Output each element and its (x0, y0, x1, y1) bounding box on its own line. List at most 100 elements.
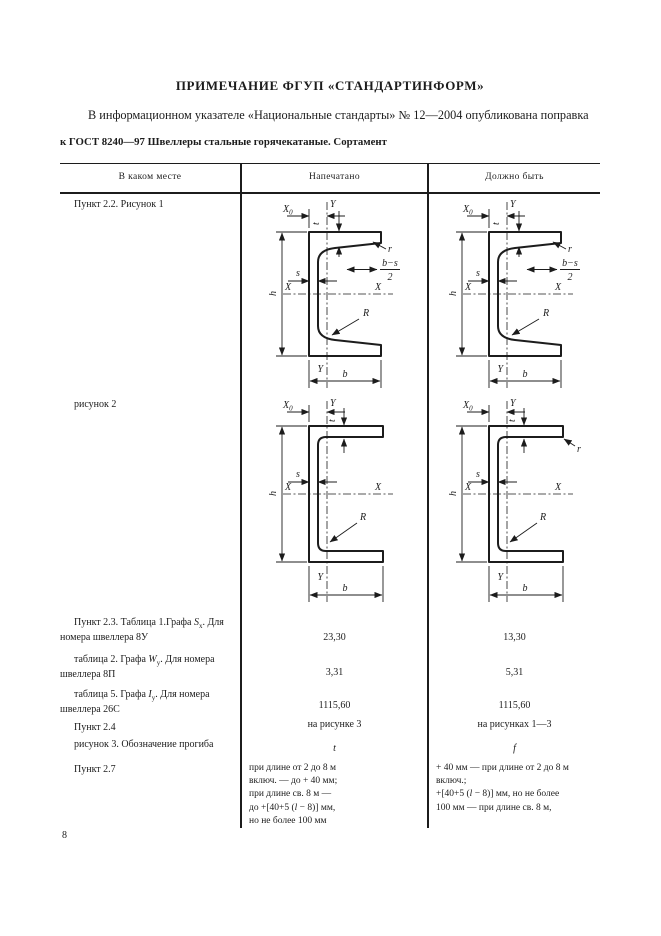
row3-place-text: Пункт 2.3. Таблица 1.Графа (74, 616, 194, 628)
row5-correct-value: 1115,60 (427, 683, 600, 717)
row4-place: таблица 2. Графа Wy. Для номера швеллера… (60, 649, 240, 684)
row8-printed-value: при длине от 2 до 8 м включ. — до + 40 м… (240, 759, 427, 828)
label-x-left: X (284, 282, 292, 293)
page-title: ПРИМЕЧАНИЕ ФГУП «СТАНДАРТИНФОРМ» (175, 78, 485, 93)
dimension-lines (455, 404, 575, 602)
errata-table: В каком месте Напечатано Должно быть Пун… (60, 163, 600, 828)
row8-printed-text: при длине от 2 до 8 м включ. — до + 40 м… (249, 763, 338, 813)
row4-place-text2: . Для номера швеллера 8П (60, 653, 215, 681)
col-header-correct: Должно быть (427, 164, 600, 194)
page-number: 8 (62, 830, 67, 841)
row4-printed-value: 3,31 (240, 648, 427, 684)
label-t: t (507, 419, 518, 422)
row3-place: Пункт 2.3. Таблица 1.Графа Sx. Для номер… (60, 612, 240, 649)
intro-paragraph: В информационном указателе «Национальные… (88, 108, 589, 122)
channel-outline (307, 424, 384, 563)
label-y-bottom: Y (497, 572, 504, 583)
label-r: r (388, 244, 392, 255)
label-x0: X0 (282, 400, 293, 413)
label-y-bottom: Y (317, 364, 324, 375)
row4-correct-value: 5,31 (427, 648, 600, 684)
label-x0: X0 (282, 204, 293, 217)
row5-symbol-sub: y (151, 693, 156, 702)
channel-figure1-printed: X0 Y t h s X X r b−s 2 R b Y (268, 199, 400, 388)
row7-place: рисунок 3. Обозначение прогиба (74, 739, 214, 751)
row2-place: рисунок 2 (74, 398, 117, 410)
row8-printed-symbol: l (294, 802, 298, 813)
row8-correct-symbol: l (469, 789, 473, 800)
row8-correct-text: + 40 мм — при длине от 2 до 8 м включ.; … (436, 763, 569, 800)
col-header-place: В каком месте (60, 164, 240, 194)
dimension-lines (275, 404, 383, 602)
label-x0: X0 (462, 400, 473, 413)
label-frac-den: 2 (387, 272, 392, 283)
label-y-top: Y (510, 199, 517, 210)
label-frac-num: b−s (382, 258, 398, 269)
label-y-bottom: Y (497, 364, 504, 375)
label-y-top: Y (330, 199, 337, 210)
label-x-left: X (464, 482, 472, 493)
label-R: R (539, 512, 546, 523)
channel-outline (307, 230, 382, 357)
row4-symbol: W (148, 653, 157, 665)
col-header-printed: Напечатано (240, 164, 427, 194)
label-R: R (359, 512, 366, 523)
row2-printed-figure: X0 Y t h s X X R b Y (240, 393, 427, 612)
row1-printed-figure: X0 Y t h s X X r b−s 2 R b Y (240, 193, 427, 394)
channel-outline (487, 424, 564, 563)
label-x-right: X (554, 282, 562, 293)
label-b: b (342, 369, 347, 380)
row8-correct-value: + 40 мм — при длине от 2 до 8 м включ.; … (427, 759, 600, 828)
label-s: s (296, 469, 300, 480)
row3-correct-value: 13,30 (427, 611, 600, 649)
row6-correct-value: на рисунках 1—3 (427, 716, 600, 735)
label-r: r (568, 244, 572, 255)
row4-place-text: таблица 2. Графа (74, 653, 149, 665)
label-s: s (476, 268, 480, 279)
row8-correct-text2: − 8)] мм, но не более 100 мм — при длине… (436, 789, 560, 813)
label-h: h (268, 291, 279, 296)
row6-printed-value: на рисунке 3 (240, 716, 427, 735)
row5-place-text2: . Для номера швеллера 26С (60, 688, 210, 716)
label-y-bottom: Y (317, 572, 324, 583)
row4-symbol-sub: y (156, 658, 161, 667)
row3-place-text2: . Для номера швеллера 8У (60, 616, 224, 644)
label-x-left: X (464, 282, 472, 293)
channel-figure2-printed: X0 Y t h s X X R b Y (268, 398, 393, 602)
channel-figure2-correct: X0 Y t h s X X r R b Y (448, 398, 581, 602)
label-x0: X0 (462, 204, 473, 217)
row3-symbol: S (193, 616, 199, 628)
row2-correct-figure: X0 Y t h s X X r R b Y (427, 393, 600, 612)
row3-printed-value: 23,30 (240, 611, 427, 649)
label-frac-num: b−s (562, 258, 578, 269)
row6-place: Пункт 2.4 (74, 721, 116, 733)
label-r: r (577, 444, 581, 455)
row1-place: Пункт 2.2. Рисунок 1 (74, 198, 164, 210)
label-R: R (362, 308, 369, 319)
label-frac-den: 2 (567, 272, 572, 283)
row5-place: таблица 5. Графа Iy. Для номера швеллера… (60, 684, 240, 717)
row5-place-text: таблица 5. Графа (74, 688, 149, 700)
label-s: s (476, 469, 480, 480)
label-R: R (542, 308, 549, 319)
label-x-right: X (374, 282, 382, 293)
row8-printed-text2: − 8)] мм, но не более 100 мм (249, 802, 336, 826)
row5-symbol: I (148, 688, 152, 700)
label-b: b (342, 583, 347, 594)
label-x-right: X (554, 482, 562, 493)
label-x-right: X (374, 482, 382, 493)
label-b: b (522, 583, 527, 594)
label-y-top: Y (510, 398, 517, 409)
label-t: t (311, 222, 322, 225)
row1-correct-figure: X0 Y t h s X X r b−s 2 R b Y (427, 193, 600, 394)
label-t: t (491, 222, 502, 225)
row5-printed-value: 1115,60 (240, 683, 427, 717)
label-h: h (448, 291, 459, 296)
channel-outline (487, 230, 562, 357)
label-b: b (522, 369, 527, 380)
row7-printed-value: t (240, 734, 427, 760)
row7-correct-value: f (427, 734, 600, 760)
label-x-left: X (284, 482, 292, 493)
standard-subject: к ГОСТ 8240—97 Швеллеры стальные горячек… (60, 136, 387, 148)
